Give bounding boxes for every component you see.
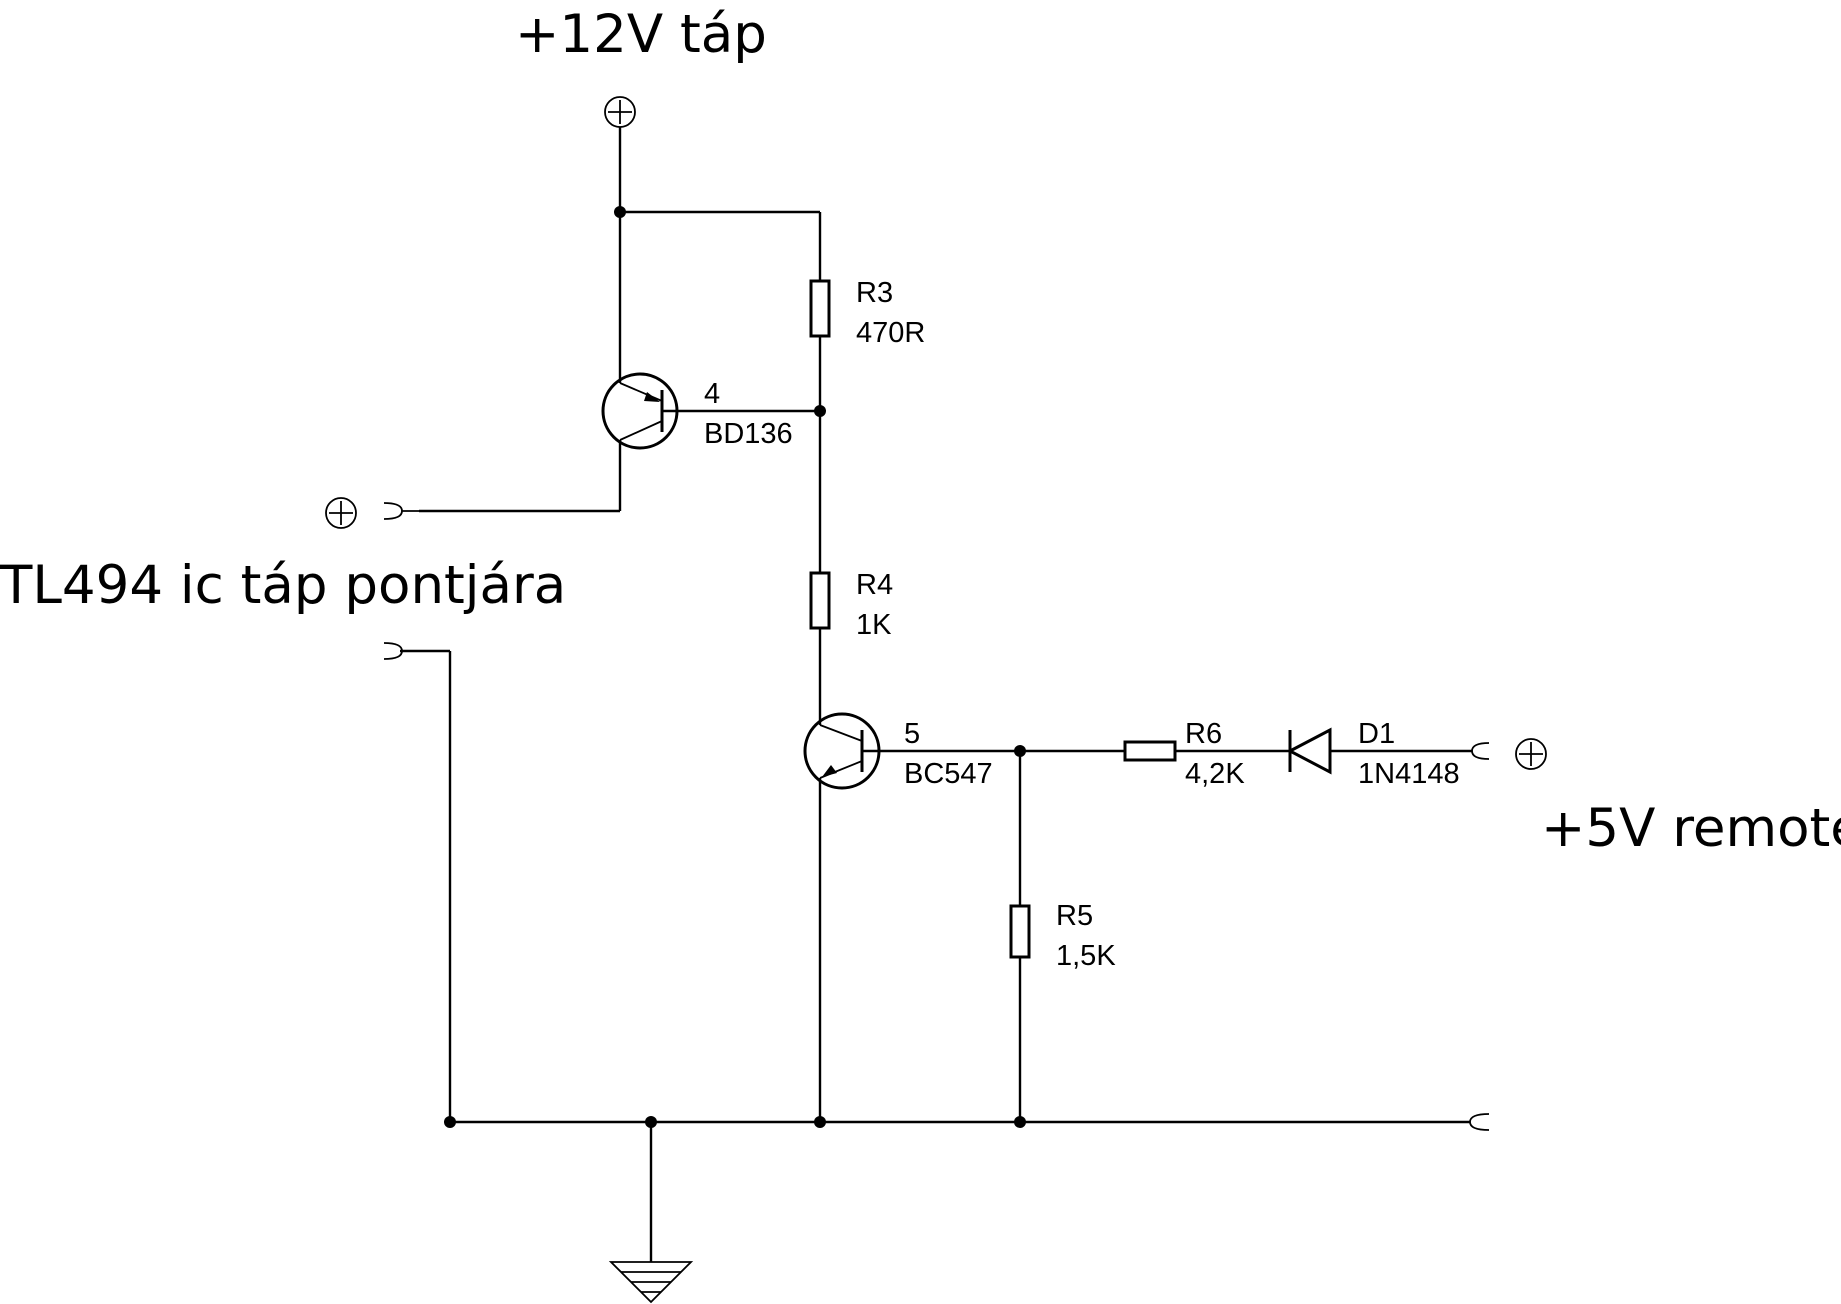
resistor-r4 [809,571,831,630]
resistor-r3 [809,279,831,338]
connector-cup-icon [383,642,403,660]
connector-cup-icon [1471,742,1490,760]
label-12v-supply: +12V táp [515,4,767,65]
diode-d1 [1286,727,1332,775]
junction-base [1014,745,1026,757]
junction-gnd-r5 [1014,1116,1026,1128]
wires [400,130,1472,1262]
d1-ref: D1 [1358,718,1395,750]
r5-value: 1,5K [1056,940,1116,972]
circle-plus-icon [604,96,636,130]
label-tl494: TL494 ic táp pontjára [0,555,566,616]
circle-plus-icon [325,497,357,529]
transistor-bd136 [601,372,679,450]
junction-gnd-stub [645,1116,657,1128]
connector-cup-icon [383,502,419,520]
q4-ref: 4 [704,378,720,410]
r6-value: 4,2K [1185,758,1245,790]
label-5v-remote: +5V remote [1541,798,1841,859]
r4-value: 1K [856,609,892,641]
ground-icon [608,1261,694,1304]
junctions [444,206,1026,1128]
junction-mid [814,405,826,417]
r6-ref: R6 [1185,718,1222,750]
r4-ref: R4 [856,569,893,601]
resistor-r5 [1009,904,1031,959]
r3-value: 470R [856,317,925,349]
q4-value: BD136 [704,418,793,450]
r5-ref: R5 [1056,900,1093,932]
junction-top [614,206,626,218]
circle-plus-icon [1515,738,1547,770]
q5-ref: 5 [904,718,920,750]
junction-gnd-q5 [814,1116,826,1128]
connector-cup-icon [1469,1113,1490,1131]
resistor-r6 [1123,740,1177,762]
transistor-bc547 [803,712,881,790]
d1-value: 1N4148 [1358,758,1460,790]
q5-value: BC547 [904,758,993,790]
r3-ref: R3 [856,277,893,309]
junction-gnd-left [444,1116,456,1128]
